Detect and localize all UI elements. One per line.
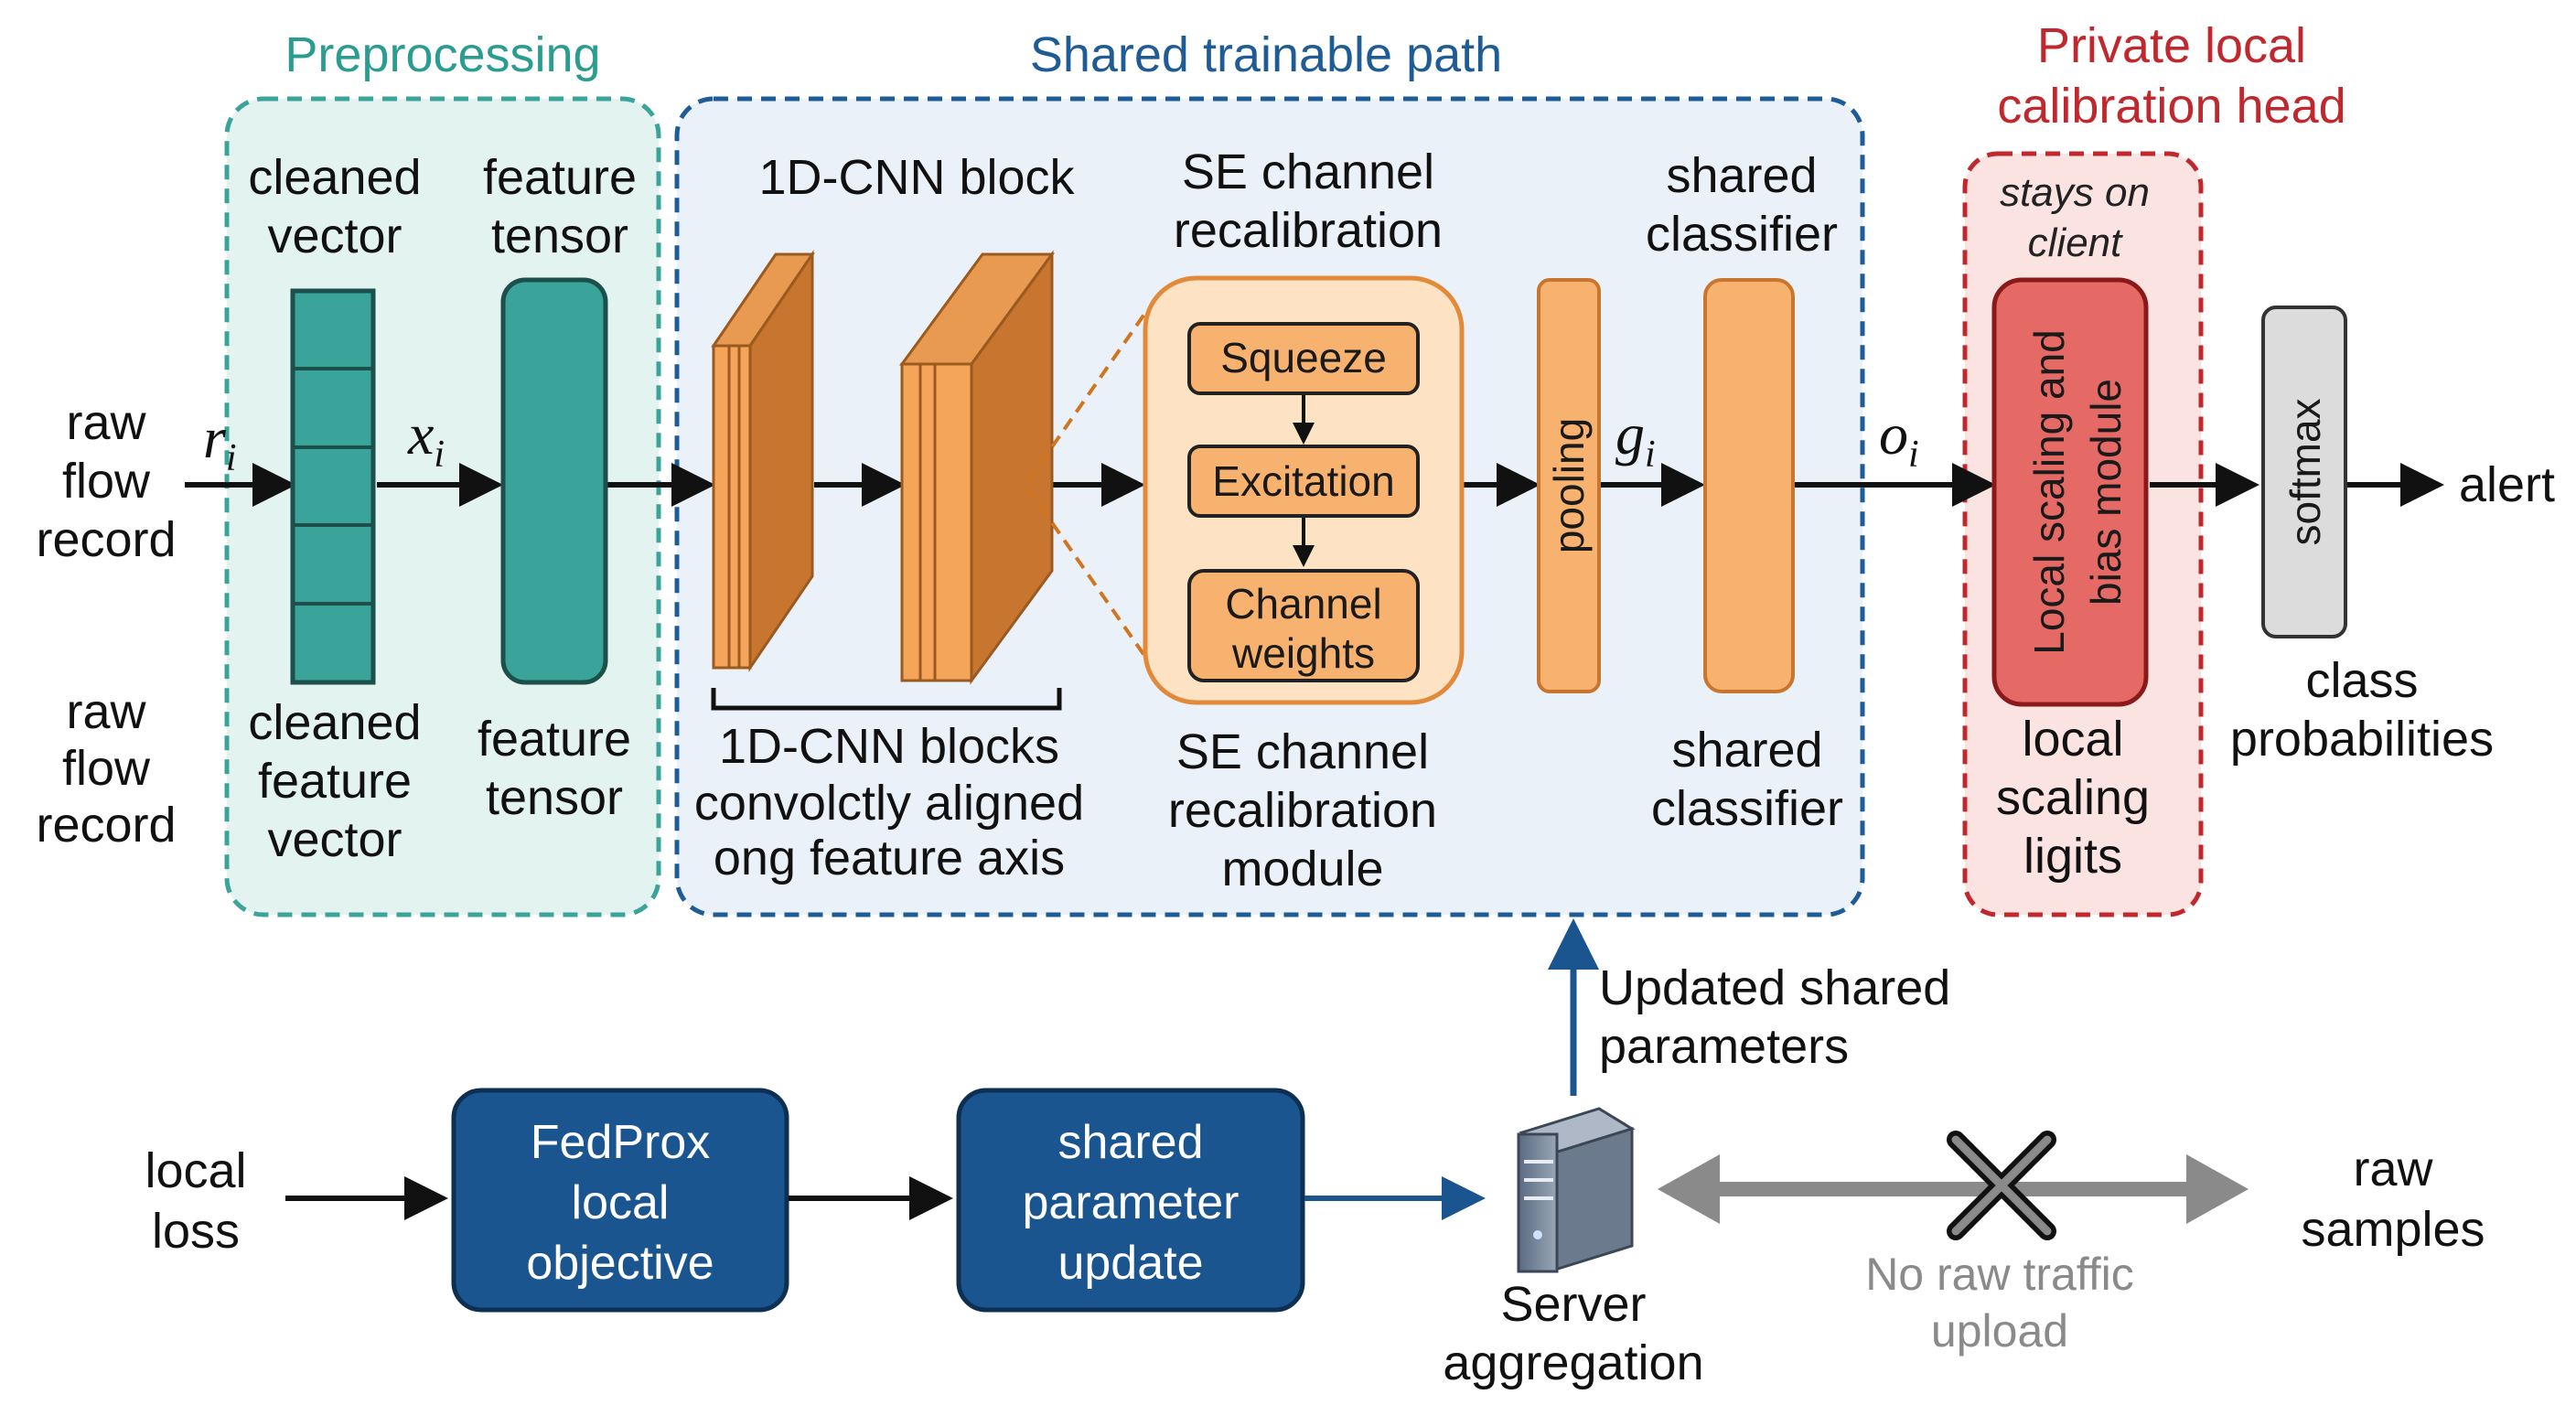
- input-label-top-3: record: [36, 512, 176, 567]
- local-scaling-module: [1991, 277, 2149, 707]
- input-label-bottom-1: raw: [66, 684, 146, 739]
- se-module-label-2: recalibration: [1168, 783, 1437, 838]
- class-probabilities-2: probabilities: [2230, 712, 2494, 767]
- shared-update-label-3: update: [1057, 1237, 1203, 1290]
- raw-samples-label-2: samples: [2301, 1202, 2485, 1257]
- blocked-x-icon: [1947, 1131, 2056, 1240]
- feature-tensor-bottom-1: feature: [478, 712, 631, 767]
- cleaned-vector-label-1: cleaned: [248, 150, 421, 205]
- symbol-o-i: oi: [1879, 402, 1919, 476]
- feature-tensor-bottom-2: tensor: [486, 770, 623, 825]
- cnn-blocks-brace: [711, 688, 1062, 711]
- cleaned-vector-label-2: vector: [267, 209, 402, 263]
- cnn-blocks-label-1: 1D-CNN blocks: [719, 719, 1059, 774]
- shared-update-label-1: shared: [1058, 1116, 1204, 1169]
- cleaned-vector-block: [290, 288, 376, 685]
- input-label-bottom-3: record: [36, 798, 176, 853]
- shared-classifier-label-1: shared: [1666, 148, 1817, 203]
- se-weights-label-1: Channel: [1225, 580, 1381, 627]
- input-label-bottom-2: flow: [62, 741, 151, 796]
- fedprox-box[interactable]: [451, 1088, 789, 1313]
- symbol-g-i: gi: [1615, 402, 1656, 476]
- raw-samples-label-1: raw: [2353, 1142, 2433, 1196]
- updated-params-label-2: parameters: [1599, 1019, 1849, 1074]
- shared-classifier-label-2: classifier: [1646, 207, 1838, 262]
- private-head-title-2: calibration head: [1997, 79, 2345, 134]
- feature-tensor-label-2: tensor: [491, 209, 628, 263]
- shared-classifier-bottom-2: classifier: [1651, 781, 1843, 836]
- se-channel-label-1: SE channel: [1182, 145, 1434, 199]
- local-loss-label-1: local: [145, 1143, 246, 1198]
- fedprox-label-1: FedProx: [531, 1116, 711, 1169]
- se-excitation-label: Excitation: [1212, 457, 1394, 505]
- pooling-block: [1537, 278, 1601, 693]
- se-module-label-3: module: [1221, 842, 1383, 896]
- local-loss-label-2: loss: [152, 1204, 240, 1259]
- cnn-block-1: [711, 250, 815, 672]
- cleaned-feature-vector-3: vector: [267, 812, 402, 867]
- feature-tensor-block: [500, 277, 608, 685]
- shared-classifier-bottom-1: shared: [1671, 723, 1822, 778]
- preprocessing-title: Preprocessing: [284, 27, 600, 82]
- se-zoom-line-bottom: [1026, 487, 1147, 659]
- shared-update-label-2: parameter: [1023, 1176, 1240, 1229]
- server-icon: [1517, 1107, 1636, 1273]
- se-weights-box[interactable]: [1187, 569, 1420, 682]
- stays-on-client-2: client: [2028, 220, 2123, 265]
- cleaned-feature-vector-1: cleaned: [248, 695, 421, 750]
- updated-params-label-1: Updated shared: [1599, 960, 1950, 1015]
- private-head-title-1: Private local: [2037, 18, 2306, 73]
- se-channel-label-2: recalibration: [1174, 203, 1443, 258]
- local-scaling-label-3: ligits: [2023, 829, 2122, 884]
- cnn-block-2: [899, 250, 1055, 685]
- shared-classifier-block: [1703, 278, 1795, 693]
- fedprox-label-3: objective: [526, 1237, 714, 1290]
- shared-update-box[interactable]: [956, 1088, 1305, 1313]
- stays-on-client-1: stays on: [2000, 170, 2150, 215]
- server-label-1: Server: [1500, 1277, 1646, 1332]
- local-scaling-label-2: scaling: [1996, 770, 2150, 825]
- softmax-block: [2261, 306, 2347, 638]
- input-label-top-1: raw: [66, 395, 146, 450]
- blocked-raw-upload-arrow: [1658, 1154, 2249, 1224]
- input-label-top-2: flow: [62, 454, 151, 509]
- pooling-label: pooling: [1545, 418, 1593, 553]
- local-scaling-label-1: local: [2022, 712, 2123, 767]
- local-scaling-module-label-2: bias module: [2082, 379, 2130, 606]
- cleaned-feature-vector-2: feature: [258, 754, 412, 809]
- cnn-blocks-label-2: convolctly aligned: [694, 776, 1084, 831]
- softmax-label: softmax: [2281, 398, 2329, 545]
- no-raw-upload-label-1: No raw traffic: [1865, 1249, 2134, 1300]
- class-probabilities-1: class: [2305, 653, 2418, 708]
- se-squeeze-box[interactable]: [1187, 322, 1420, 395]
- no-raw-upload-label-2: upload: [1931, 1305, 2068, 1357]
- cnn-blocks-label-3: ong feature axis: [714, 831, 1065, 885]
- se-zoom-line-top: [1026, 311, 1147, 483]
- server-label-2: aggregation: [1443, 1335, 1703, 1390]
- shared-path-title: Shared trainable path: [1030, 27, 1502, 82]
- se-module-label-1: SE channel: [1176, 724, 1429, 779]
- local-scaling-module-label-1: Local scaling and: [2025, 329, 2073, 654]
- se-excitation-box[interactable]: [1187, 445, 1420, 518]
- se-weights-label-2: weights: [1231, 629, 1375, 677]
- se-squeeze-label: Squeeze: [1220, 334, 1387, 381]
- symbol-x-i: xi: [407, 402, 445, 476]
- cnn-block-label: 1D-CNN block: [758, 150, 1075, 205]
- fedprox-label-2: local: [572, 1176, 670, 1229]
- symbol-r-i: ri: [203, 405, 237, 479]
- feature-tensor-label-1: feature: [483, 150, 637, 205]
- alert-label: alert: [2459, 457, 2555, 512]
